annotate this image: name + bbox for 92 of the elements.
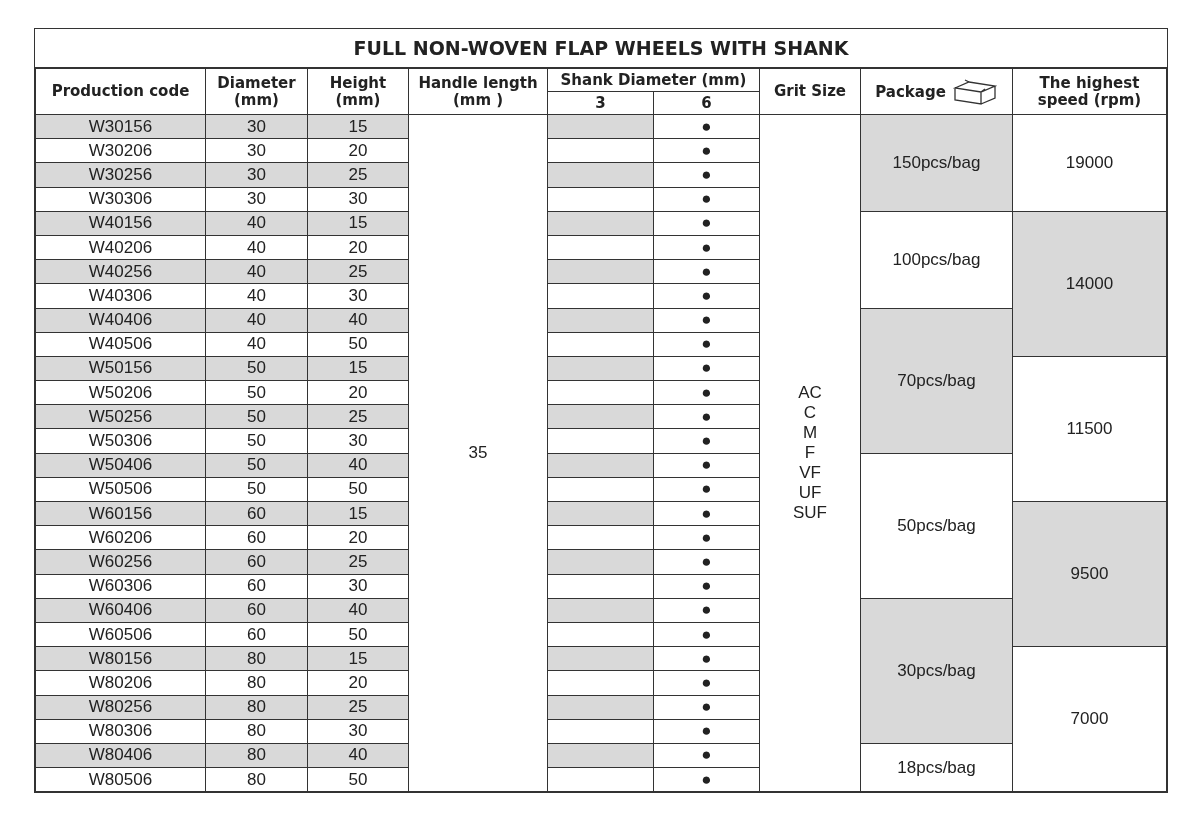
table-cell: W80156: [35, 646, 206, 671]
table-cell: 70pcs/bag: [860, 308, 1013, 454]
table-cell: W40506: [35, 332, 206, 357]
table-cell: W50256: [35, 404, 206, 429]
table-cell: 80: [205, 767, 308, 792]
table-cell: W30306: [35, 187, 206, 212]
table-title: FULL NON-WOVEN FLAP WHEELS WITH SHANK: [35, 29, 1167, 68]
table-cell: 50: [205, 477, 308, 502]
table-cell: 60: [205, 574, 308, 599]
table-cell: 40: [205, 332, 308, 357]
table-cell: 30: [205, 138, 308, 163]
table-cell: W60256: [35, 549, 206, 575]
table-cell: W40406: [35, 308, 206, 333]
table-cell: 14000: [1012, 211, 1167, 357]
table-cell: W50206: [35, 380, 206, 405]
table-cell: 25: [307, 549, 409, 575]
table-cell: 15: [307, 501, 409, 526]
table-cell: W80406: [35, 743, 206, 768]
table-cell: 60: [205, 622, 308, 647]
table-cell: W60206: [35, 525, 206, 550]
table-cell: 40: [205, 235, 308, 260]
table-cell: 40: [205, 259, 308, 284]
table-cell: W80206: [35, 670, 206, 695]
column-header: Grit Size: [759, 68, 861, 115]
table-cell: 30: [205, 162, 308, 188]
table-cell: 25: [307, 695, 409, 720]
table-cell: 150pcs/bag: [860, 114, 1013, 212]
table-cell: 80: [205, 695, 308, 720]
table-cell: W30206: [35, 138, 206, 163]
column-header: The highest speed (rpm): [1012, 68, 1167, 115]
table-cell: 60: [205, 501, 308, 526]
table-cell: 25: [307, 404, 409, 429]
table-cell: 100pcs/bag: [860, 211, 1013, 308]
table-cell: W40306: [35, 283, 206, 308]
column-header: Handle length (mm ): [408, 68, 548, 115]
table-cell: 40: [307, 453, 409, 478]
dot-mark: ●: [653, 114, 760, 139]
table-cell: 60: [205, 549, 308, 575]
table-cell: 50: [205, 404, 308, 429]
grit-list: AC C M F VF UF SUF: [793, 383, 827, 524]
column-header: Production code: [35, 68, 206, 115]
table-cell: W60506: [35, 622, 206, 647]
table-cell: 40: [205, 308, 308, 333]
table-cell: 50: [205, 356, 308, 381]
table-cell: 15: [307, 114, 409, 139]
table-cell: W60306: [35, 574, 206, 599]
table-cell: 40: [307, 743, 409, 768]
column-header: 3: [547, 91, 654, 115]
table-cell: 9500: [1012, 501, 1167, 647]
table-cell: 15: [307, 356, 409, 381]
table-cell: 50: [205, 380, 308, 405]
table-cell: 25: [307, 259, 409, 284]
table-cell: W60156: [35, 501, 206, 526]
table-cell: 7000: [1012, 646, 1167, 792]
table-cell: W50156: [35, 356, 206, 381]
table-cell: 60: [205, 525, 308, 550]
column-header: Diameter (mm): [205, 68, 308, 115]
table-cell: W30156: [35, 114, 206, 139]
table-cell: 35: [408, 114, 548, 792]
table-cell: W60406: [35, 598, 206, 623]
column-header: Shank Diameter (mm): [547, 68, 760, 92]
table-cell: 15: [307, 211, 409, 236]
table-cell: 11500: [1012, 356, 1167, 502]
table-cell: 50: [205, 428, 308, 454]
table-cell: W50306: [35, 428, 206, 454]
table-cell: 25: [307, 162, 409, 188]
column-header: Package: [875, 82, 946, 100]
table-cell: 80: [205, 670, 308, 695]
table-cell: W40256: [35, 259, 206, 284]
table-cell: 50: [205, 453, 308, 478]
table-cell: 80: [205, 646, 308, 671]
column-header: Height (mm): [307, 68, 409, 115]
table-cell: W30256: [35, 162, 206, 188]
table-cell: 80: [205, 719, 308, 744]
table-cell: 15: [307, 646, 409, 671]
table-cell: 30pcs/bag: [860, 598, 1013, 744]
table-cell: 40: [307, 598, 409, 623]
table-cell: 60: [205, 598, 308, 623]
table-cell: 40: [205, 283, 308, 308]
table-cell: W80506: [35, 767, 206, 792]
table-cell: W40206: [35, 235, 206, 260]
table-cell: W80256: [35, 695, 206, 720]
table-cell: 19000: [1012, 114, 1167, 212]
table-cell: W50406: [35, 453, 206, 478]
table-cell: W80306: [35, 719, 206, 744]
table-cell: 80: [205, 743, 308, 768]
table-cell: 30: [205, 114, 308, 139]
table-cell: 30: [205, 187, 308, 212]
table-cell: 40: [205, 211, 308, 236]
table-cell: W40156: [35, 211, 206, 236]
table-cell: 40: [307, 308, 409, 333]
table-cell: W50506: [35, 477, 206, 502]
